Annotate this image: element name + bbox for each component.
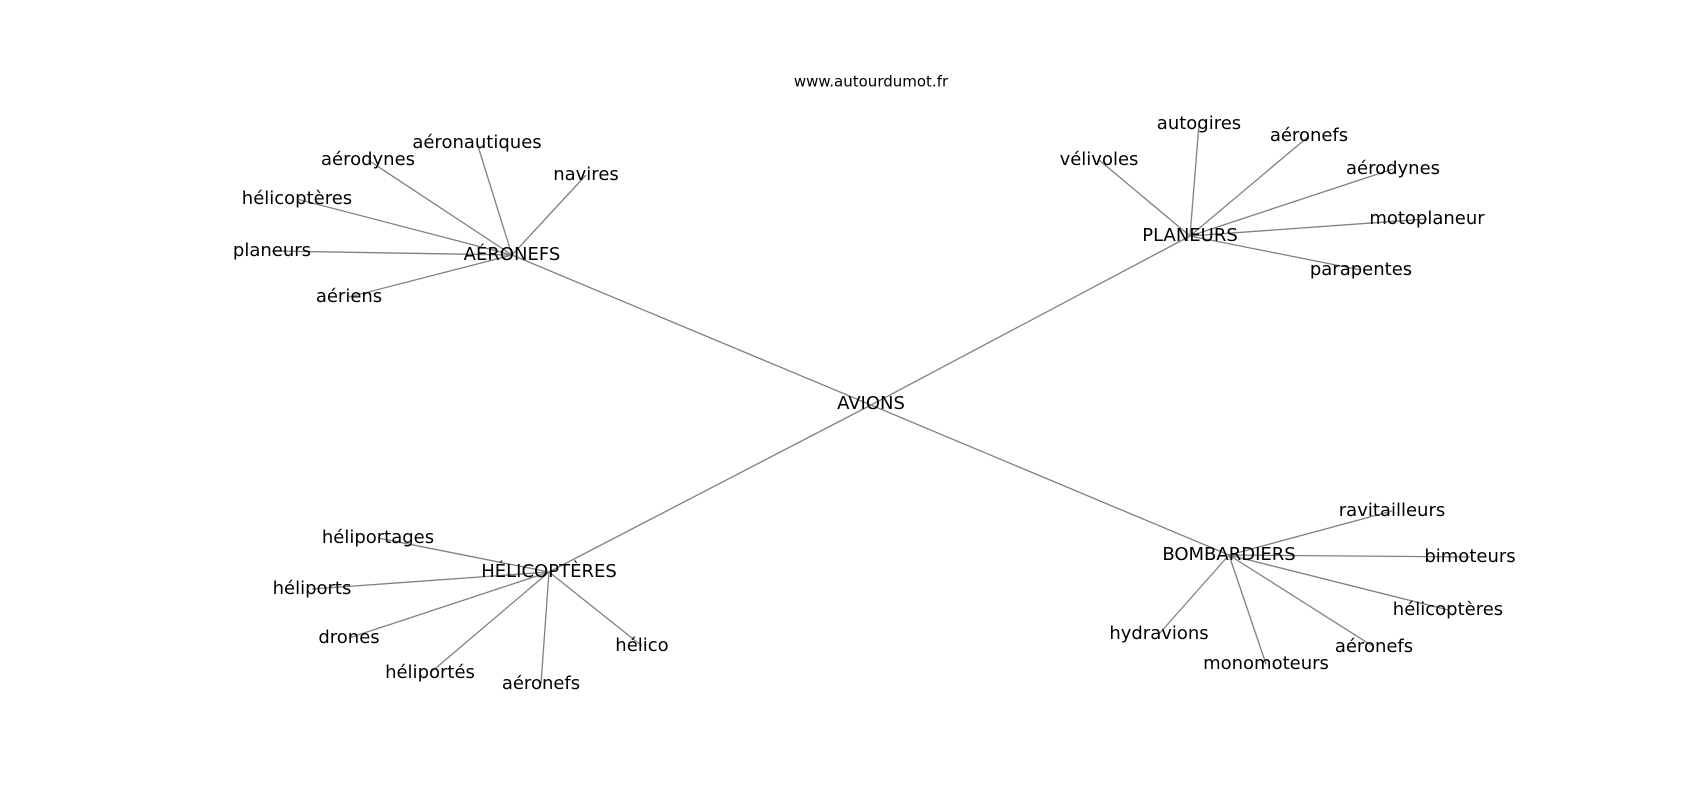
center-node-label: AVIONS — [837, 393, 905, 414]
edge-planeurs-parapentes — [1189, 235, 1362, 271]
edge-planeurs-aerodynes — [1189, 168, 1394, 237]
leaf-label: hélicoptères — [242, 188, 352, 209]
leaf-label: bimoteurs — [1424, 546, 1515, 567]
edge-helicopteres-drones — [348, 571, 550, 639]
edge-aeronefs-navires — [511, 174, 587, 256]
leaf-label: parapentes — [1310, 259, 1412, 280]
edge-aeronefs-helicopteres — [296, 198, 513, 256]
leaf-label: aérodynes — [1346, 158, 1440, 179]
hub-label-planeurs: PLANEURS — [1142, 225, 1238, 246]
leaf-label: motoplaneur — [1369, 208, 1485, 229]
leaf-label: hélicoptères — [1393, 599, 1503, 620]
edge-helicopteres-helico — [548, 571, 643, 647]
edge-helicopteres-heliportes — [429, 571, 550, 674]
edge-planeurs-autogires — [1189, 123, 1200, 237]
edge-helicopteres-heliportages — [377, 537, 550, 573]
center-edges — [511, 235, 1230, 573]
leaf-label: navires — [553, 164, 619, 185]
leaf-label: hydravions — [1109, 623, 1208, 644]
leaf-label: ravitailleurs — [1339, 500, 1445, 521]
edge-bombardiers-hydravions — [1158, 554, 1230, 635]
leaf-label: planeurs — [233, 240, 311, 261]
leaf-label: monomoteurs — [1203, 653, 1329, 674]
edge-bombardiers-aeronefs — [1228, 554, 1375, 648]
edge-helicopteres-aeronefs — [540, 571, 550, 685]
leaf-label: aéronefs — [1335, 636, 1413, 657]
edge-planeurs-velivoles — [1098, 159, 1191, 237]
edge-helicopteres-heliports — [311, 571, 550, 590]
edge-planeurs-aeronefs — [1189, 135, 1310, 237]
cluster-helicopteres: héliportages héliports drones héliportés… — [273, 527, 669, 694]
leaf-label: aériens — [316, 286, 382, 307]
edge-aeronefs-planeurs — [271, 250, 513, 256]
edge-bombardiers-helicopteres — [1228, 554, 1449, 611]
edge-avions-planeurs — [870, 235, 1191, 406]
cluster-aeronefs: aéronautiques navires aérodynes hélicopt… — [233, 132, 619, 307]
edge-aeronefs-aeriens — [348, 254, 513, 298]
leaf-label: aéronautiques — [412, 132, 541, 153]
edge-planeurs-motoplaneur — [1189, 218, 1428, 237]
cluster-bombardiers: ravitailleurs bimoteurs hélicoptères aér… — [1109, 500, 1515, 674]
source-website-label: www.autourdumot.fr — [794, 73, 949, 91]
edge-avions-helicopteres — [548, 404, 872, 573]
leaf-label: hélico — [615, 635, 668, 656]
edge-bombardiers-bimoteurs — [1228, 554, 1471, 558]
leaf-label: héliports — [273, 578, 352, 599]
edge-aeronefs-aeronautiques — [476, 142, 513, 256]
edge-avions-bombardiers — [870, 404, 1230, 556]
edge-bombardiers-monomoteurs — [1228, 554, 1267, 665]
edge-bombardiers-ravitailleurs — [1228, 510, 1393, 556]
hub-label-helicopteres: HÉLICOPTÈRES — [481, 560, 617, 582]
leaf-label: aérodynes — [321, 149, 415, 170]
leaf-label: vélivoles — [1060, 149, 1139, 170]
edge-aeronefs-aerodynes — [367, 159, 513, 256]
leaf-label: héliportés — [385, 662, 475, 683]
leaf-label: aéronefs — [502, 673, 580, 694]
cluster-planeurs: autogires aéronefs vélivoles aérodynes m… — [1060, 113, 1486, 280]
hub-label-bombardiers: BOMBARDIERS — [1162, 544, 1295, 565]
leaf-label: héliportages — [322, 527, 434, 548]
leaf-label: drones — [318, 627, 379, 648]
edge-avions-aeronefs — [511, 254, 872, 406]
leaf-label: autogires — [1157, 113, 1241, 134]
leaf-label: aéronefs — [1270, 125, 1348, 146]
hub-label-aeronefs: AÉRONEFS — [464, 243, 561, 265]
